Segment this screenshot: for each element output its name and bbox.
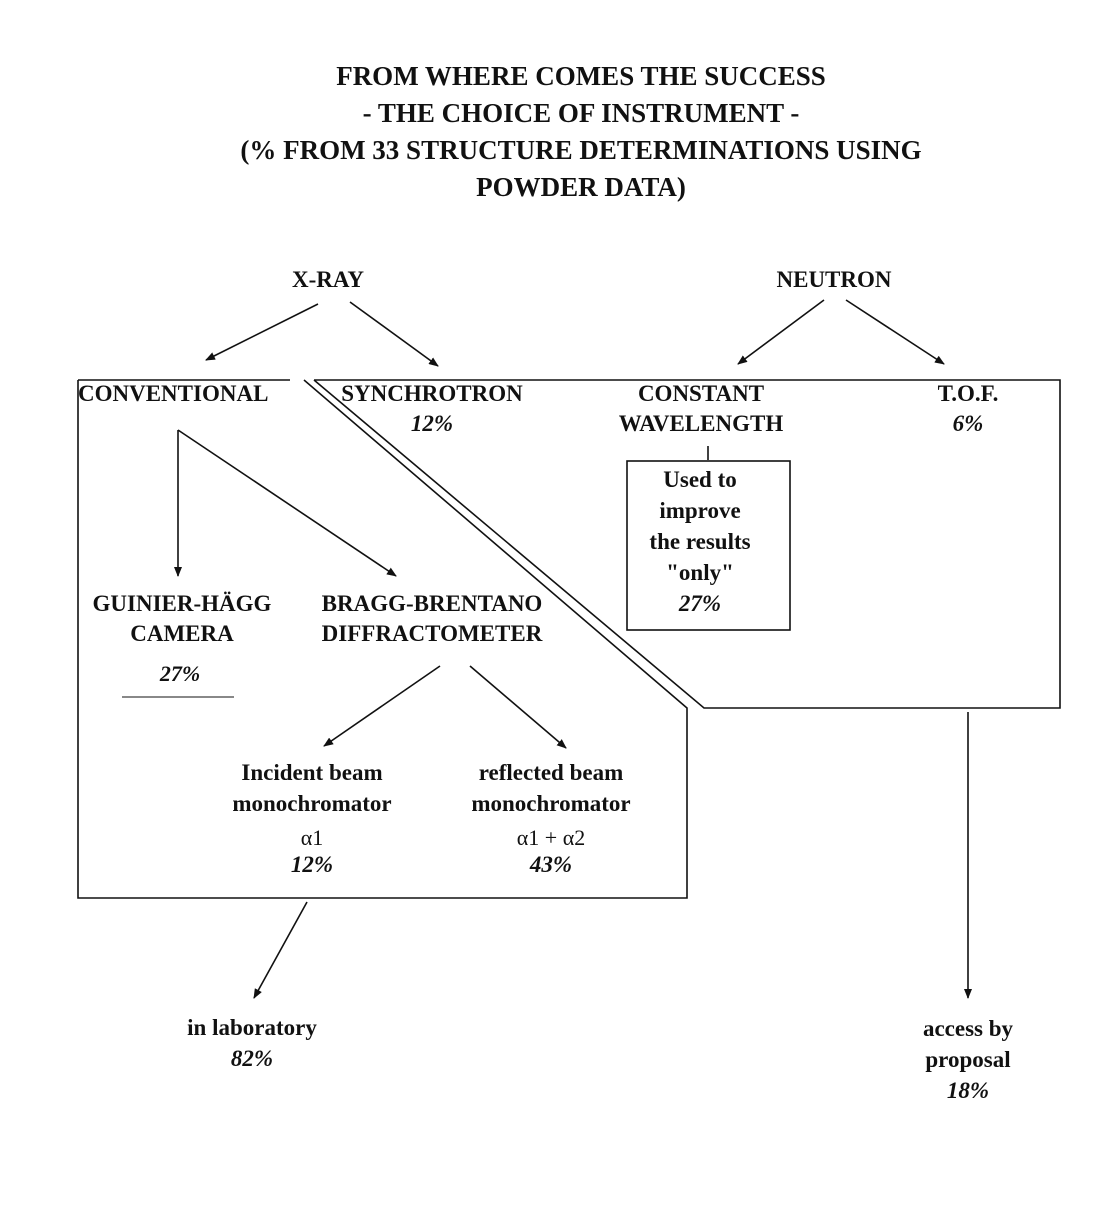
arrow-xray-synchrotron xyxy=(349,301,439,367)
title-line-3: (% FROM 33 STRUCTURE DETERMINATIONS USIN… xyxy=(240,135,922,165)
tof-label: T.O.F. xyxy=(937,381,999,406)
constant-label-1: CONSTANT xyxy=(637,381,765,406)
conventional-label: CONVENTIONAL xyxy=(78,381,269,406)
used-box-pct: 27% xyxy=(678,591,722,616)
laboratory-region-outline xyxy=(77,379,688,899)
xray-label: X-RAY xyxy=(292,267,364,292)
used-box-line-2: improve xyxy=(659,498,741,523)
used-box-line-3: the results xyxy=(649,529,751,554)
arrow-neutron-tof xyxy=(845,299,945,365)
proposal-region-outline xyxy=(313,379,1061,709)
bragg-line-1: BRAGG-BRENTANO xyxy=(321,591,543,616)
guinier-line-2: CAMERA xyxy=(130,621,234,646)
incident-line-2: monochromator xyxy=(232,791,392,816)
reflected-alpha: α1 + α2 xyxy=(516,825,586,850)
reflected-line-2: monochromator xyxy=(471,791,631,816)
laboratory-label: in laboratory xyxy=(187,1015,317,1040)
title-line-2: - THE CHOICE OF INSTRUMENT - xyxy=(362,98,800,128)
proposal-line-2: proposal xyxy=(925,1047,1011,1072)
used-box-line-4: "only" xyxy=(666,560,734,585)
guinier-line-1: GUINIER-HÄGG xyxy=(92,591,272,616)
arrow-neutron-constant xyxy=(737,299,825,365)
arrow-to-laboratory xyxy=(253,901,308,999)
used-box-line-1: Used to xyxy=(663,467,737,492)
title-line-4: POWDER DATA) xyxy=(476,172,686,202)
used-box xyxy=(626,460,791,631)
neutron-label: NEUTRON xyxy=(776,267,892,292)
guinier-pct: 27% xyxy=(159,661,201,686)
incident-alpha: α1 xyxy=(300,825,324,850)
arrow-bragg-reflected xyxy=(469,665,567,749)
incident-line-1: Incident beam xyxy=(241,760,383,785)
arrow-conventional-bragg xyxy=(177,429,397,577)
laboratory-pct: 82% xyxy=(230,1046,274,1071)
reflected-pct: 43% xyxy=(529,852,573,877)
synchrotron-pct: 12% xyxy=(410,411,454,436)
constant-label-2: WAVELENGTH xyxy=(618,411,784,436)
bragg-line-2: DIFFRACTOMETER xyxy=(321,621,543,646)
arrow-xray-conventional xyxy=(205,303,319,361)
tof-pct: 6% xyxy=(952,411,984,436)
incident-pct: 12% xyxy=(290,852,334,877)
synchrotron-label: SYNCHROTRON xyxy=(341,381,523,406)
reflected-line-1: reflected beam xyxy=(478,760,624,785)
title-line-1: FROM WHERE COMES THE SUCCESS xyxy=(336,61,826,91)
arrow-bragg-incident xyxy=(323,665,441,747)
proposal-line-1: access by xyxy=(922,1016,1014,1041)
proposal-pct: 18% xyxy=(946,1078,990,1103)
